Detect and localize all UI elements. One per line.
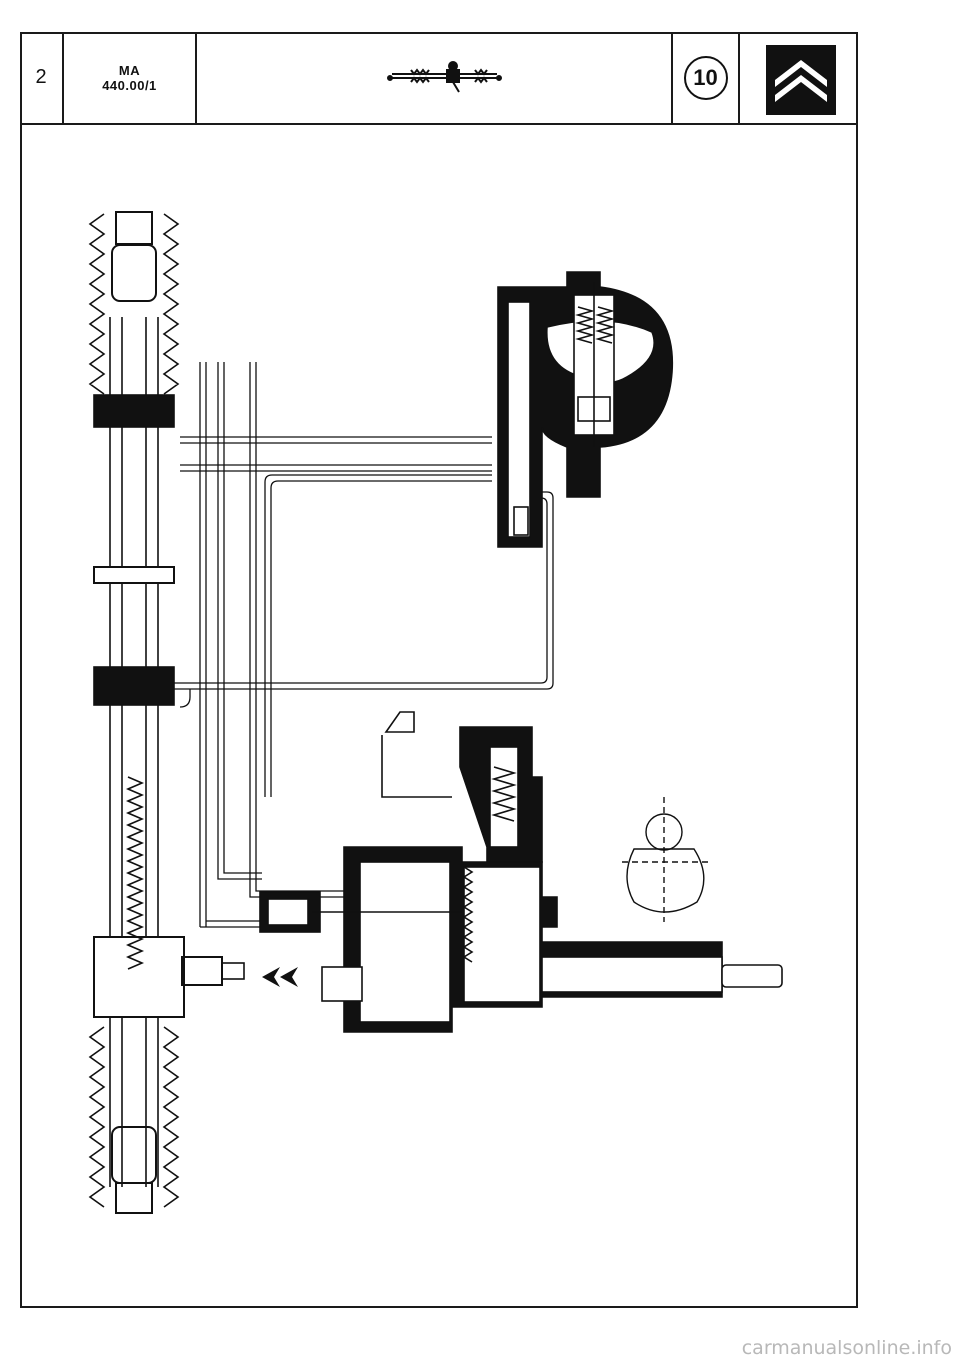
doc-code-line2: 440.00/1 [102, 77, 157, 93]
group-number: 10 [693, 64, 718, 90]
group-number-cell: 10 [673, 32, 740, 123]
cam-sketch [622, 797, 712, 922]
watermark: carmanualsonline.info [741, 1337, 952, 1359]
citroen-logo-icon [766, 45, 836, 115]
document-reference-cell: MA 440.00/1 [64, 32, 197, 123]
group-badge-icon: 10 [683, 55, 728, 100]
thumbnail-cell [197, 32, 673, 123]
flow-control-unit [381, 711, 543, 863]
steering-system-diagram [88, 211, 783, 1214]
steering-rack-assembly [88, 211, 245, 1214]
rotation-arrow-icon [262, 967, 298, 987]
title-block: 2 MA 440.00/1 10 [20, 32, 858, 125]
steering-rack-thumbnail-icon [387, 61, 502, 93]
page-number-cell: 2 [20, 32, 64, 123]
brand-logo-cell [740, 32, 856, 123]
distributor-valve-housing [497, 271, 674, 548]
doc-code-line1: MA [118, 62, 141, 78]
page-number: 2 [35, 66, 47, 88]
pump-gearbox-assembly [259, 846, 783, 1033]
page-frame [20, 32, 858, 1308]
hydraulic-pipes [172, 362, 554, 928]
